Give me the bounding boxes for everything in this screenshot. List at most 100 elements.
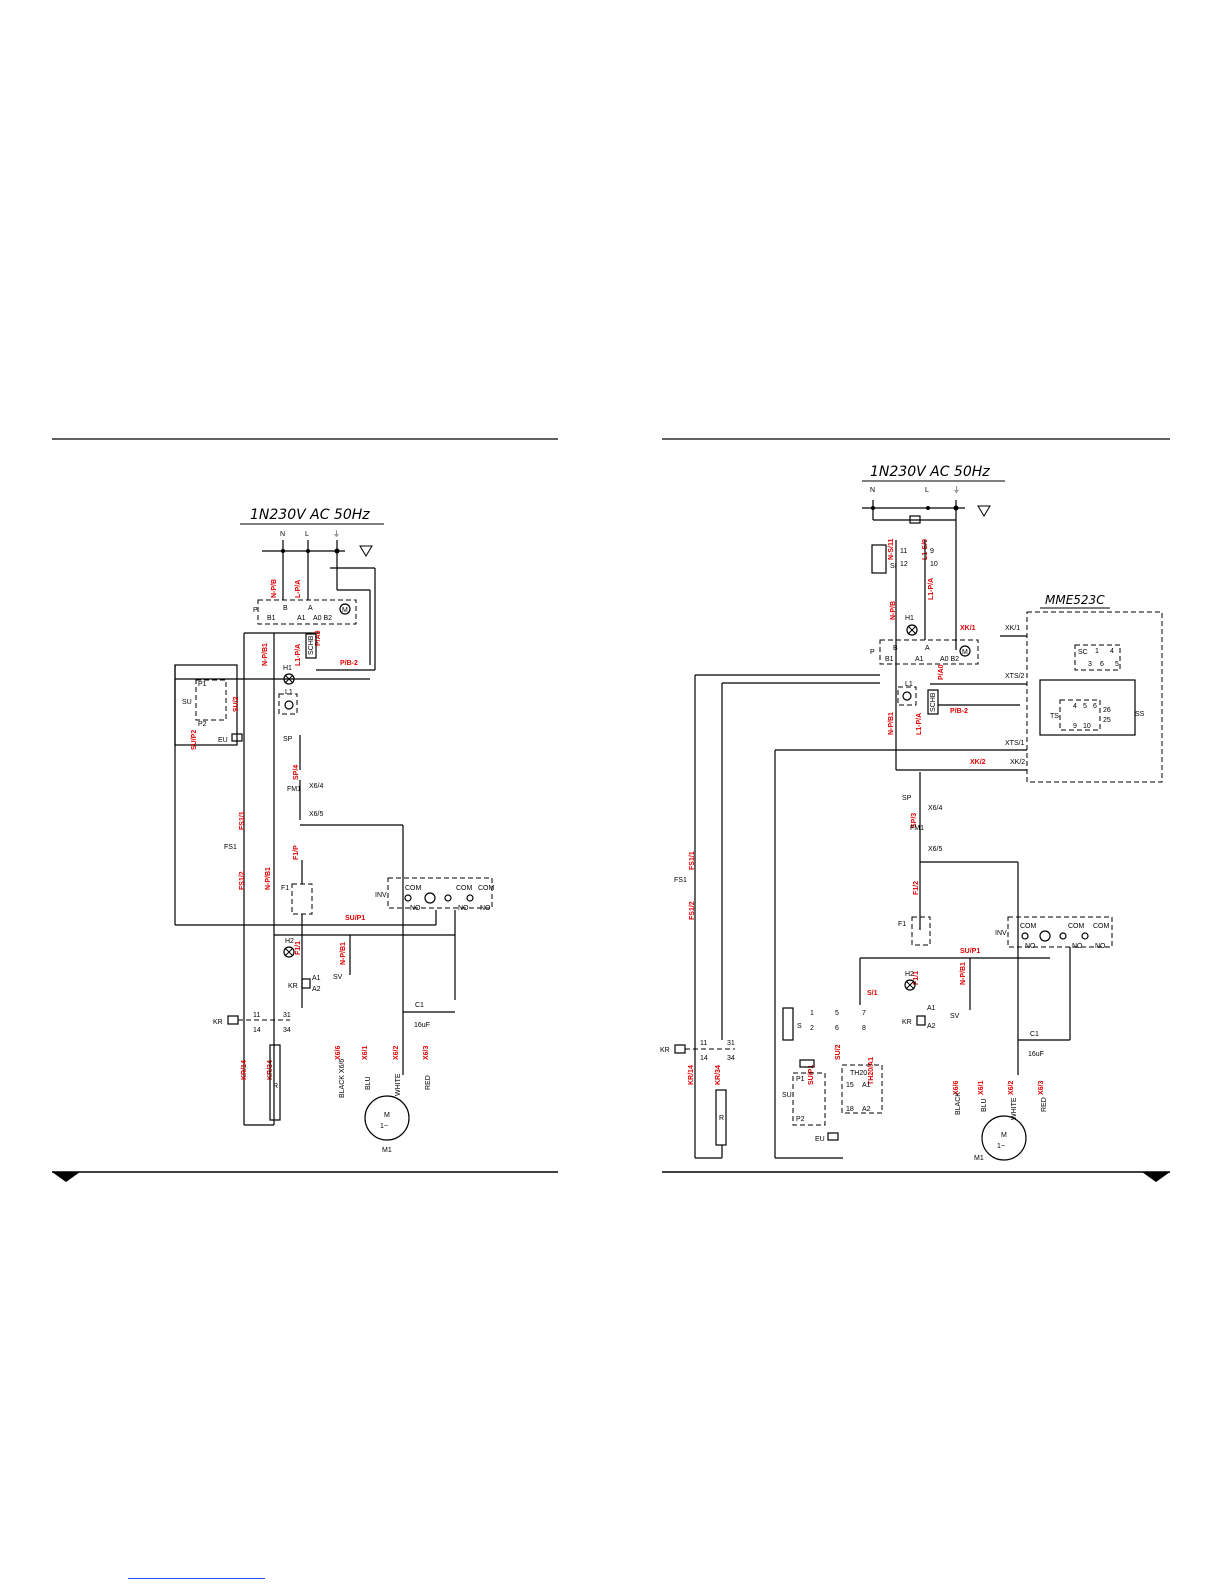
right-controller-box	[1026, 611, 1163, 783]
svg-text:TH20: TH20	[850, 1070, 867, 1077]
svg-text:XK/1: XK/1	[960, 625, 976, 632]
svg-text:KR: KR	[902, 1019, 912, 1026]
svg-text:H2: H2	[905, 971, 914, 978]
svg-text:COM: COM	[405, 885, 422, 892]
svg-text:16uF: 16uF	[414, 1022, 430, 1029]
svg-text:H1: H1	[905, 615, 914, 622]
left-page-marker-icon	[52, 1172, 80, 1182]
svg-text:C1: C1	[415, 1002, 424, 1009]
right-resistor	[715, 1089, 727, 1146]
left-motor-phase: 1~	[380, 1123, 388, 1130]
right-mains-l: L	[925, 487, 929, 494]
svg-text:L1-P/A: L1-P/A	[928, 578, 935, 600]
svg-text:COM: COM	[456, 885, 473, 892]
svg-text:H1: H1	[283, 665, 292, 672]
svg-text:X6/1: X6/1	[978, 1080, 985, 1095]
svg-text:15: 15	[846, 1082, 854, 1089]
svg-text:XK/2: XK/2	[1010, 759, 1025, 766]
left-wire-label: L-P/A	[295, 580, 302, 598]
svg-text:FM1: FM1	[287, 786, 301, 793]
svg-text:P2: P2	[796, 1116, 805, 1123]
svg-text:NO: NO	[1095, 943, 1106, 950]
svg-text:N-P/B: N-P/B	[890, 601, 897, 620]
svg-text:5: 5	[1083, 703, 1087, 710]
svg-text:F1: F1	[281, 885, 289, 892]
svg-text:FS1: FS1	[224, 844, 237, 851]
footer-link-underline[interactable]	[128, 1578, 265, 1579]
svg-text:11: 11	[253, 1012, 260, 1019]
right-timer-block	[879, 639, 979, 665]
svg-text:2: 2	[810, 1025, 814, 1032]
right-diagram: 1N230V AC 50Hz N L ⏚ N-S/11 L1-S/9 SI 11…	[660, 464, 1163, 1162]
right-mains-n: N	[870, 487, 875, 494]
right-motor-symbol: M	[1001, 1132, 1007, 1139]
svg-text:SU/P1: SU/P1	[808, 1065, 815, 1085]
svg-text:A2: A2	[862, 1106, 871, 1113]
svg-text:1: 1	[1095, 648, 1099, 655]
svg-text:N-P/B1: N-P/B1	[340, 942, 347, 965]
svg-text:FS1/2: FS1/2	[689, 901, 696, 920]
svg-text:TH20/A1: TH20/A1	[868, 1057, 875, 1085]
svg-text:P/A0: P/A0	[938, 664, 945, 680]
right-earth-icon	[977, 505, 991, 517]
svg-text:NO: NO	[1072, 943, 1083, 950]
right-su-block	[792, 1072, 826, 1126]
svg-text:L1-P/A: L1-P/A	[916, 713, 923, 735]
svg-text:SU: SU	[782, 1092, 792, 1099]
svg-text:14: 14	[253, 1027, 261, 1034]
svg-text:SCHB: SCHB	[308, 635, 315, 655]
right-motor-phase: 1~	[997, 1143, 1005, 1150]
svg-text:A: A	[925, 645, 930, 652]
svg-text:RED: RED	[1041, 1097, 1048, 1112]
svg-text:3: 3	[1088, 661, 1092, 668]
svg-text:A2: A2	[312, 986, 321, 993]
svg-text:M1: M1	[974, 1155, 984, 1162]
svg-text:X6/3: X6/3	[423, 1045, 430, 1060]
svg-text:NO: NO	[458, 905, 469, 912]
svg-text:B1: B1	[885, 656, 894, 663]
svg-text:NO: NO	[1025, 943, 1036, 950]
svg-text:NO: NO	[410, 905, 421, 912]
svg-text:M1: M1	[382, 1147, 392, 1154]
svg-text:A2: A2	[927, 1023, 936, 1030]
left-h2-lamp-icon	[283, 946, 295, 958]
svg-text:SI: SI	[890, 563, 897, 570]
svg-text:P/B-2: P/B-2	[340, 660, 358, 667]
svg-text:KR/14: KR/14	[241, 1060, 248, 1080]
svg-text:X6/2: X6/2	[1008, 1080, 1015, 1095]
svg-text:H2: H2	[285, 938, 294, 945]
svg-text:FS1/1: FS1/1	[689, 851, 696, 870]
svg-text:SU: SU	[182, 699, 192, 706]
svg-text:SV: SV	[950, 1013, 960, 1020]
svg-text:P1: P1	[198, 681, 207, 688]
svg-text:INV: INV	[995, 930, 1007, 937]
svg-text:SS: SS	[1135, 711, 1145, 718]
svg-text:31: 31	[727, 1040, 735, 1047]
svg-text:B: B	[893, 645, 898, 652]
svg-text:R: R	[273, 1083, 278, 1090]
left-l1-lamp-icon	[284, 700, 294, 710]
svg-text:F1/P: F1/P	[293, 845, 300, 860]
svg-text:SU/2: SU/2	[835, 1044, 842, 1060]
svg-text:WHITE: WHITE	[1011, 1097, 1018, 1120]
left-mains-earth-icon: ⏚	[333, 530, 340, 538]
svg-text:A1: A1	[862, 1082, 871, 1089]
svg-text:SC: SC	[1078, 649, 1088, 656]
svg-text:6: 6	[835, 1025, 839, 1032]
svg-text:WHITE: WHITE	[395, 1073, 402, 1096]
svg-text:4: 4	[1073, 703, 1077, 710]
svg-text:31: 31	[283, 1012, 291, 1019]
left-comp-p: P	[253, 607, 258, 614]
svg-text:X6/2: X6/2	[393, 1045, 400, 1060]
svg-text:SP: SP	[283, 736, 293, 743]
svg-text:FS1/2: FS1/2	[239, 871, 246, 890]
svg-text:34: 34	[727, 1055, 735, 1062]
svg-text:X6/5: X6/5	[928, 846, 943, 853]
svg-text:6: 6	[1093, 703, 1097, 710]
svg-text:C1: C1	[1030, 1031, 1039, 1038]
svg-text:B: B	[283, 605, 288, 612]
svg-text:F1/1: F1/1	[295, 941, 302, 955]
svg-text:KR: KR	[288, 983, 298, 990]
